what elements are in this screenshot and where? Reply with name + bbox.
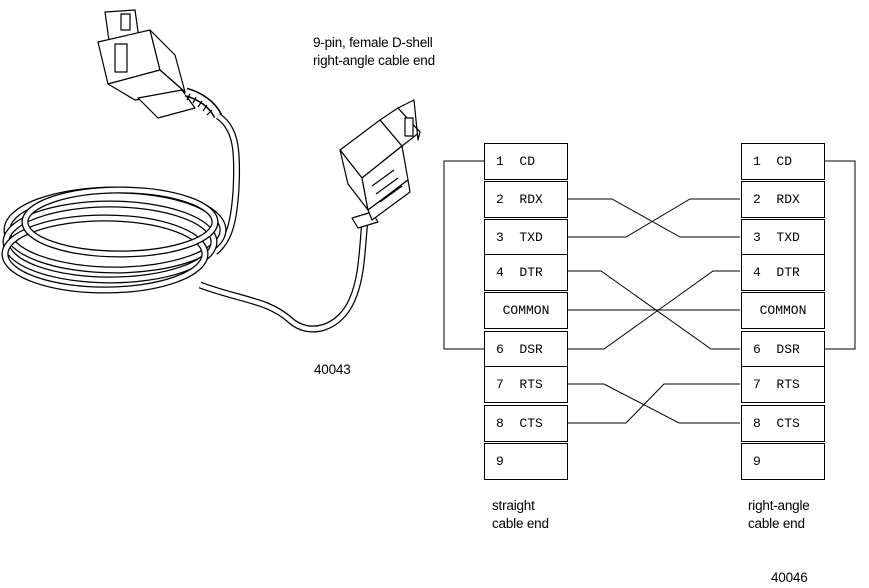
cable-coil-icon (1, 186, 227, 294)
right-pin-9: 9 (741, 443, 825, 480)
right-pin-7: 7 RTS (741, 366, 825, 403)
right-pin-6: 6 DSR (741, 331, 825, 368)
cable-end-caption: 9-pin, female D-shell right-angle cable … (313, 34, 435, 70)
left-pin-2: 2 RDX (484, 181, 568, 218)
left-pin-7: 7 RTS (484, 366, 568, 403)
left-pin-4: 4 DTR (484, 254, 568, 291)
right-pin-3: 3 TXD (741, 219, 825, 256)
right-pin-8: 8 CTS (741, 405, 825, 442)
left-end-label: straight cable end (492, 497, 549, 533)
figure-id-right: 40046 (771, 570, 808, 585)
left-end-label-line-2: cable end (492, 516, 549, 531)
left-pin-common: COMMON (484, 292, 568, 329)
left-pin-1: 1 CD (484, 143, 568, 180)
right-pin-common: COMMON (741, 292, 825, 329)
right-pin-4: 4 DTR (741, 254, 825, 291)
left-end-label-line-1: straight (492, 498, 535, 513)
cable-caption-line-1: 9-pin, female D-shell (313, 35, 433, 50)
left-pin-8: 8 CTS (484, 405, 568, 442)
strain-relief-icon (184, 87, 223, 119)
figure-id-left: 40043 (314, 362, 351, 377)
right-pin-1: 1 CD (741, 143, 825, 180)
right-end-label-line-2: cable end (748, 516, 805, 531)
left-pin-6: 6 DSR (484, 331, 568, 368)
right-end-label-line-1: right-angle (748, 498, 810, 513)
cable-caption-line-2: right-angle cable end (313, 53, 435, 68)
left-pin-9: 9 (484, 443, 568, 480)
right-end-label: right-angle cable end (748, 497, 810, 533)
right-angle-connector-icon (339, 99, 421, 229)
straight-connector-icon (97, 9, 196, 119)
right-pin-2: 2 RDX (741, 181, 825, 218)
left-pin-3: 3 TXD (484, 219, 568, 256)
